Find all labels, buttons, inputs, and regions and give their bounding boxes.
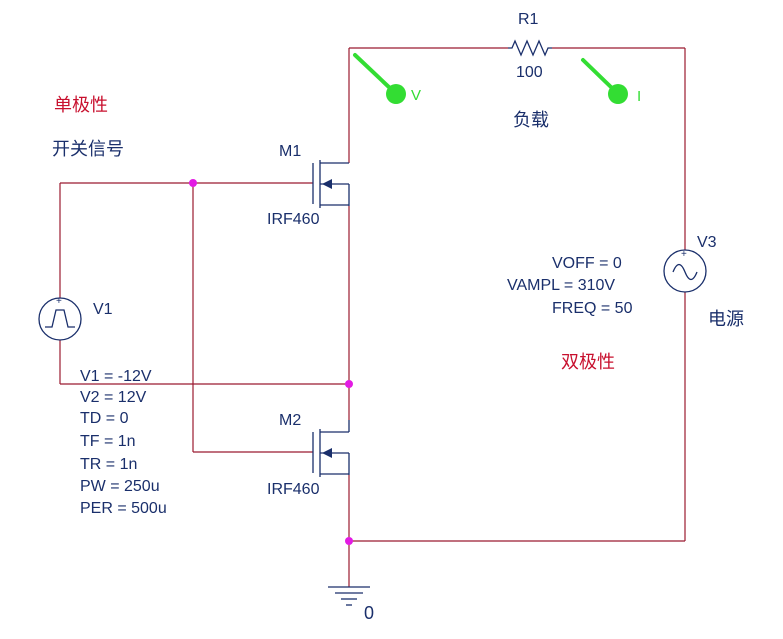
pulse-source-v1[interactable]: + V1 — [38, 296, 113, 341]
mosfet-m1[interactable]: M1 IRF460 — [267, 143, 350, 228]
mosfet-m2[interactable]: M2 IRF460 — [267, 412, 350, 498]
m1-ref: M1 — [279, 143, 301, 160]
node-midpoint — [345, 380, 353, 388]
v1-param: PER = 500u — [80, 500, 167, 517]
annotation-switch-signal: 开关信号 — [52, 139, 124, 160]
v3-param: FREQ = 50 — [552, 300, 633, 317]
v1-param: V1 = -12V — [80, 368, 152, 385]
v1-param: TF = 1n — [80, 433, 136, 450]
v1-params: V1 = -12V V2 = 12V TD = 0 TF = 1n TR = 1… — [80, 368, 167, 517]
node-bottom — [345, 537, 353, 545]
v3-ref: V3 — [697, 234, 717, 251]
sine-source-v3[interactable]: + V3 — [663, 234, 717, 293]
annotation-bipolar: 双极性 — [561, 352, 615, 373]
v3-plus-sign: + — [681, 249, 687, 260]
v1-param: TR = 1n — [80, 456, 137, 473]
r1-value: 100 — [516, 64, 543, 81]
current-probe[interactable]: I — [581, 58, 641, 105]
node-gate-junction — [189, 179, 197, 187]
annotation-unipolar: 单极性 — [54, 95, 108, 116]
sine-wave-icon — [672, 263, 698, 281]
voltage-probe-label: V — [411, 87, 421, 104]
current-probe-icon — [581, 58, 616, 92]
annotation-power-source: 电源 — [708, 309, 744, 330]
v1-param: TD = 0 — [80, 410, 129, 427]
v3-param: VOFF = 0 — [552, 255, 622, 272]
voltage-probe[interactable]: V — [353, 53, 421, 104]
v3-param: VAMPL = 310V — [507, 277, 615, 294]
ground-label: 0 — [364, 603, 374, 623]
m2-ref: M2 — [279, 412, 301, 429]
voltage-probe-icon — [353, 53, 394, 92]
annotation-load: 负载 — [513, 110, 549, 131]
r1-ref: R1 — [518, 11, 539, 28]
v3-params: VOFF = 0 VAMPL = 310V FREQ = 50 — [507, 255, 633, 317]
pulse-waveform-icon — [45, 309, 75, 328]
current-probe-label: I — [637, 88, 641, 105]
v1-param: V2 = 12V — [80, 389, 147, 406]
wires — [59, 47, 686, 587]
m2-part: IRF460 — [267, 481, 320, 498]
v1-param: PW = 250u — [80, 478, 160, 495]
ground-symbol[interactable]: 0 — [328, 586, 374, 623]
resistor-r1[interactable]: R1 100 — [508, 11, 552, 81]
v1-ref: V1 — [93, 301, 113, 318]
m1-part: IRF460 — [267, 211, 320, 228]
v1-plus-sign: + — [56, 296, 62, 307]
